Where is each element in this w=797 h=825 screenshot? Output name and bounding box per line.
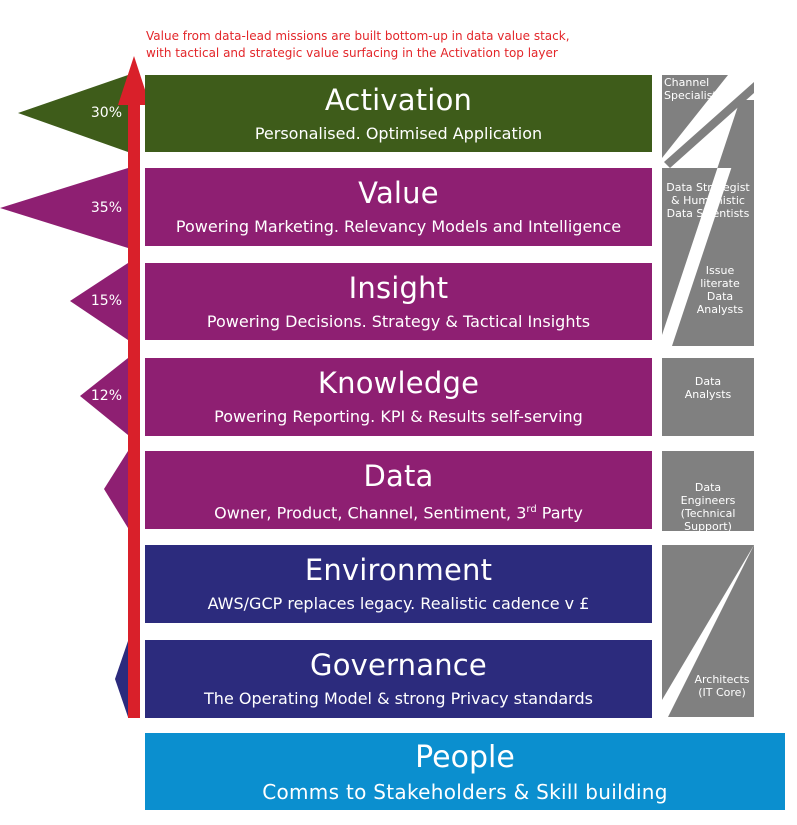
value-percentage: 35% [90, 200, 122, 216]
value-pennant [0, 168, 128, 248]
role-line: Data [694, 481, 722, 494]
role-line: & Humanistic [671, 194, 745, 207]
layer-subtitle: Powering Decisions. Strategy & Tactical … [206, 312, 591, 331]
knowledge-percentage: 12% [90, 388, 122, 404]
layer-people: People Comms to Stakeholders & Skill bui… [145, 733, 785, 810]
layer-title: Insight [348, 271, 449, 305]
layer-title: Knowledge [317, 366, 480, 400]
caption-line-1: Value from data-lead missions are built … [146, 29, 570, 43]
role-line: Data Strategist [666, 181, 750, 194]
data-pennant [104, 451, 128, 528]
role-line: Channel [664, 76, 710, 89]
role-line: Support) [684, 520, 732, 533]
upward-arrow-shaft [128, 98, 140, 718]
layer-value: Value Powering Marketing. Relevancy Mode… [145, 168, 652, 246]
layer-subtitle-main: Owner, Product, Channel, Sentiment, 3 [214, 503, 527, 523]
people-title: People [415, 740, 515, 775]
role-line: (Technical [680, 507, 736, 520]
role-line: Issue [705, 264, 735, 277]
layer-title: Governance [310, 648, 487, 682]
layer-governance: Governance The Operating Model & strong … [145, 640, 652, 718]
layer-subtitle-sup: rd [526, 504, 537, 515]
layer-subtitle: Owner, Product, Channel, Sentiment, 3rd … [145, 500, 652, 523]
roles-column-knowledge [662, 358, 754, 436]
layer-knowledge: Knowledge Powering Reporting. KPI & Resu… [145, 358, 652, 436]
role-issue-literate-analysts: Issue literate Data Analysts [690, 264, 750, 316]
role-data-engineers: Data Engineers (Technical Support) [662, 481, 754, 533]
layer-subtitle: The Operating Model & strong Privacy sta… [204, 689, 593, 708]
role-line: Engineers [680, 494, 736, 507]
people-subtitle: Comms to Stakeholders & Skill building [262, 780, 668, 804]
activation-percentage: 30% [90, 105, 122, 121]
layer-subtitle: Powering Marketing. Relevancy Models and… [175, 217, 622, 236]
insight-percentage: 15% [90, 293, 122, 309]
role-line: Analysts [684, 388, 732, 401]
governance-pennant [115, 641, 128, 717]
role-architects: Architects (IT Core) [690, 673, 754, 699]
role-data-strategist: Data Strategist & Humanistic Data Scient… [662, 181, 754, 220]
role-line: Analysts [696, 303, 744, 316]
layer-insight: Insight Powering Decisions. Strategy & T… [145, 263, 652, 340]
layer-subtitle: AWS/GCP replaces legacy. Realistic caden… [207, 594, 590, 613]
role-line: Data [706, 290, 734, 303]
role-line: Data Scientists [666, 207, 750, 220]
roles-column-governance [668, 545, 754, 717]
layer-subtitle: Powering Reporting. KPI & Results self-s… [214, 407, 583, 426]
roles-column-data [662, 451, 754, 531]
activation-pennant [18, 75, 128, 152]
roles-column-environment [662, 545, 754, 700]
layer-data: Data Owner, Product, Channel, Sentiment,… [145, 451, 652, 529]
roles-column-top [662, 75, 728, 158]
knowledge-pennant [80, 358, 128, 435]
caption-line-2: with tactical and strategic value surfac… [146, 46, 558, 60]
layer-subtitle: Personalised. Optimised Application [254, 124, 543, 143]
insight-pennant [70, 263, 128, 340]
role-line: Specialists [664, 89, 723, 102]
layer-subtitle-end: Party [536, 503, 583, 523]
roles-column-upper [662, 100, 754, 335]
stack-caption: Value from data-lead missions are built … [146, 28, 626, 62]
layer-title: Activation [324, 83, 473, 117]
layer-environment: Environment AWS/GCP replaces legacy. Rea… [145, 545, 652, 623]
role-channel-specialists: Channel Specialists [664, 76, 722, 102]
layer-title: Data [363, 459, 434, 493]
roles-column-connector [664, 82, 754, 168]
layer-activation: Activation Personalised. Optimised Appli… [145, 75, 652, 152]
upward-arrow-head [118, 56, 150, 105]
roles-column-insight [672, 100, 754, 346]
role-data-analysts: Data Analysts [662, 375, 754, 401]
role-line: (IT Core) [698, 686, 746, 699]
role-line: literate [700, 277, 740, 290]
layer-title: Value [358, 176, 439, 210]
role-line: Data [694, 375, 722, 388]
layer-title: Environment [304, 553, 493, 587]
role-line: Architects [694, 673, 750, 686]
